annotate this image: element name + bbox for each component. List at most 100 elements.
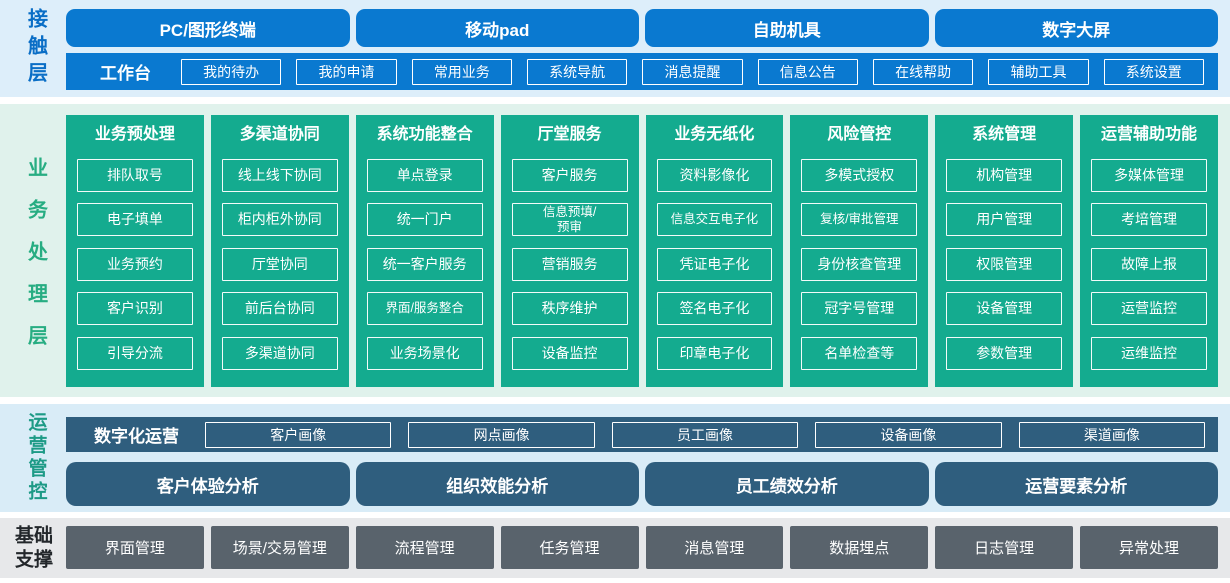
workbench-bar: 工作台 我的待办 我的申请 常用业务 系统导航 消息提醒 信息公告 在线帮助 辅… xyxy=(66,53,1218,90)
feature-box[interactable]: 统一门户 xyxy=(366,203,483,236)
feature-box[interactable]: 运维监控 xyxy=(1091,336,1207,370)
digital-operation-label: 数字化运营 xyxy=(94,427,179,446)
workbench-item-message[interactable]: 消息提醒 xyxy=(642,58,743,85)
portrait-employee[interactable]: 员工画像 xyxy=(611,421,799,448)
feature-box[interactable]: 用户管理 xyxy=(946,203,1063,236)
feature-box[interactable]: 多模式授权 xyxy=(801,158,918,192)
column-system-management: 系统管理 机构管理 用户管理 权限管理 设备管理 参数管理 xyxy=(935,115,1074,387)
feature-box[interactable]: 多渠道协同 xyxy=(221,336,338,370)
feature-box[interactable]: 权限管理 xyxy=(946,247,1063,281)
feature-box[interactable]: 印章电子化 xyxy=(656,336,773,370)
feature-box[interactable]: 线上线下协同 xyxy=(221,158,338,192)
feature-box[interactable]: 考培管理 xyxy=(1091,203,1207,236)
digital-operation-items: 客户画像 网点画像 员工画像 设备画像 渠道画像 xyxy=(205,421,1206,448)
column-pre-processing: 业务预处理 排队取号 电子填单 业务预约 客户识别 引导分流 xyxy=(66,115,204,387)
feature-box[interactable]: 名单检查等 xyxy=(801,336,918,370)
workbench-label: 工作台 xyxy=(100,64,151,83)
feature-box[interactable]: 秩序维护 xyxy=(511,292,628,325)
portrait-customer[interactable]: 客户画像 xyxy=(205,421,392,448)
feature-box[interactable]: 客户识别 xyxy=(77,292,193,325)
terminal-big-screen[interactable]: 数字大屏 xyxy=(934,9,1218,47)
portrait-channel[interactable]: 渠道画像 xyxy=(1018,421,1206,448)
feature-box[interactable]: 客户服务 xyxy=(511,158,628,192)
feature-box[interactable]: 故障上报 xyxy=(1091,247,1207,281)
feature-box[interactable]: 多媒体管理 xyxy=(1091,158,1207,192)
feature-box[interactable]: 业务预约 xyxy=(77,247,193,281)
column-title: 风险管控 xyxy=(827,126,892,143)
operation-layer-label: 运营管控 xyxy=(25,412,47,504)
analysis-operation-elements[interactable]: 运营要素分析 xyxy=(934,462,1218,506)
terminal-self-service[interactable]: 自助机具 xyxy=(645,9,929,47)
analysis-customer-experience[interactable]: 客户体验分析 xyxy=(66,462,350,506)
analysis-row: 客户体验分析 组织效能分析 员工绩效分析 运营要素分析 xyxy=(66,462,1218,506)
feature-box[interactable]: 签名电子化 xyxy=(656,292,773,325)
portrait-branch[interactable]: 网点画像 xyxy=(408,421,595,448)
feature-box[interactable]: 引导分流 xyxy=(77,336,193,370)
operation-layer-section: 运营管控 数字化运营 客户画像 网点画像 员工画像 设备画像 渠道画像 客户体验… xyxy=(0,404,1230,512)
workbench-item-common[interactable]: 常用业务 xyxy=(411,58,512,85)
feature-box[interactable]: 排队取号 xyxy=(77,158,193,192)
feature-box[interactable]: 设备监控 xyxy=(511,336,628,370)
foundation-task-mgmt[interactable]: 任务管理 xyxy=(500,526,639,569)
feature-box[interactable]: 身份核查管理 xyxy=(801,247,918,281)
workbench-item-todo[interactable]: 我的待办 xyxy=(181,58,282,85)
feature-box[interactable]: 参数管理 xyxy=(946,336,1063,370)
foundation-log-mgmt[interactable]: 日志管理 xyxy=(935,526,1074,569)
feature-box[interactable]: 设备管理 xyxy=(946,292,1063,325)
feature-box[interactable]: 信息交互电子化 xyxy=(656,203,773,236)
column-title: 多渠道协同 xyxy=(239,126,320,143)
feature-box[interactable]: 柜内柜外协同 xyxy=(221,203,338,236)
workbench-item-settings[interactable]: 系统设置 xyxy=(1103,58,1204,85)
column-title: 系统功能整合 xyxy=(376,126,473,143)
feature-box[interactable]: 冠字号管理 xyxy=(801,292,918,325)
business-layer-label-wrap: 业务处理层 xyxy=(12,104,60,397)
foundation-ui-mgmt[interactable]: 界面管理 xyxy=(66,526,204,569)
feature-box[interactable]: 业务场景化 xyxy=(366,336,483,370)
portrait-device[interactable]: 设备画像 xyxy=(815,421,1002,448)
feature-box[interactable]: 界面/服务整合 xyxy=(366,292,483,325)
workbench-item-apply[interactable]: 我的申请 xyxy=(296,58,397,85)
business-layer-section: 业务处理层 业务预处理 排队取号 电子填单 业务预约 客户识别 引导分流 多渠道… xyxy=(0,104,1230,397)
column-hall-service: 厅堂服务 客户服务 信息预填/ 预审 营销服务 秩序维护 设备监控 xyxy=(500,115,639,387)
operation-layer-label-wrap: 运营管控 xyxy=(12,404,60,512)
feature-box[interactable]: 厅堂协同 xyxy=(221,247,338,281)
column-multi-channel: 多渠道协同 线上线下协同 柜内柜外协同 厅堂协同 前后台协同 多渠道协同 xyxy=(210,115,349,387)
feature-box[interactable]: 凭证电子化 xyxy=(656,247,773,281)
feature-box[interactable]: 电子填单 xyxy=(77,203,193,236)
foundation-scene-trade-mgmt[interactable]: 场景/交易管理 xyxy=(210,526,349,569)
foundation-exception-handling[interactable]: 异常处理 xyxy=(1080,526,1218,569)
feature-box[interactable]: 资料影像化 xyxy=(656,158,773,192)
column-title: 业务预处理 xyxy=(94,126,175,143)
foundation-row: 界面管理 场景/交易管理 流程管理 任务管理 消息管理 数据埋点 日志管理 异常… xyxy=(66,526,1218,569)
feature-box[interactable]: 信息预填/ 预审 xyxy=(511,203,628,236)
contact-layer-section: 接触层 PC/图形终端 移动pad 自助机具 数字大屏 工作台 我的待办 我的申… xyxy=(0,0,1230,97)
workbench-item-nav[interactable]: 系统导航 xyxy=(526,58,628,85)
feature-box[interactable]: 单点登录 xyxy=(366,158,483,192)
terminal-pc[interactable]: PC/图形终端 xyxy=(66,9,350,47)
workbench-item-tools[interactable]: 辅助工具 xyxy=(988,58,1089,85)
column-risk-control: 风险管控 多模式授权 复核/审批管理 身份核查管理 冠字号管理 名单检查等 xyxy=(790,115,929,387)
analysis-employee-performance[interactable]: 员工绩效分析 xyxy=(645,462,929,506)
column-title: 系统管理 xyxy=(972,126,1037,143)
feature-box[interactable]: 复核/审批管理 xyxy=(801,203,918,236)
contact-layer-label-wrap: 接触层 xyxy=(12,0,60,97)
foundation-layer-label: 基础支撑 xyxy=(14,525,53,570)
workbench-item-help[interactable]: 在线帮助 xyxy=(872,58,974,85)
column-system-integration: 系统功能整合 单点登录 统一门户 统一客户服务 界面/服务整合 业务场景化 xyxy=(355,115,494,387)
feature-box[interactable]: 营销服务 xyxy=(511,247,628,281)
foundation-data-tracking[interactable]: 数据埋点 xyxy=(790,526,929,569)
column-title: 运营辅助功能 xyxy=(1101,126,1198,143)
workbench-item-notice[interactable]: 信息公告 xyxy=(757,58,858,85)
feature-box[interactable]: 机构管理 xyxy=(946,158,1063,192)
terminal-pad[interactable]: 移动pad xyxy=(355,9,639,47)
foundation-message-mgmt[interactable]: 消息管理 xyxy=(645,526,784,569)
feature-box[interactable]: 前后台协同 xyxy=(221,292,338,325)
column-operation-aux: 运营辅助功能 多媒体管理 考培管理 故障上报 运营监控 运维监控 xyxy=(1080,115,1218,387)
analysis-org-efficiency[interactable]: 组织效能分析 xyxy=(355,462,639,506)
column-paperless: 业务无纸化 资料影像化 信息交互电子化 凭证电子化 签名电子化 印章电子化 xyxy=(645,115,784,387)
foundation-process-mgmt[interactable]: 流程管理 xyxy=(355,526,494,569)
feature-box[interactable]: 统一客户服务 xyxy=(366,247,483,281)
feature-box[interactable]: 运营监控 xyxy=(1091,292,1207,325)
business-columns: 业务预处理 排队取号 电子填单 业务预约 客户识别 引导分流 多渠道协同 线上线… xyxy=(66,115,1218,387)
